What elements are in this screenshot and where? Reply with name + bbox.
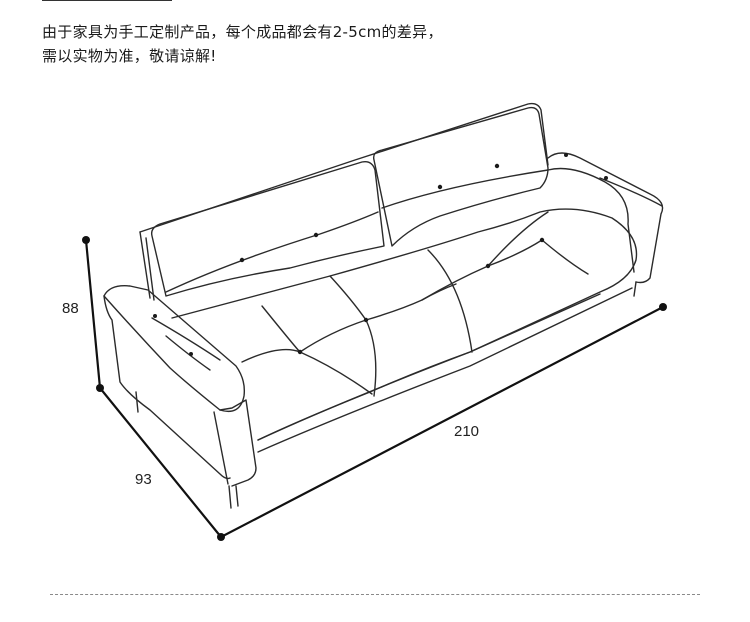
- dashed-divider: [50, 594, 700, 595]
- height-label: 88: [62, 300, 79, 317]
- seat-front: [257, 293, 601, 441]
- right-rear-leg: [633, 281, 637, 297]
- backrest-frame: [139, 102, 549, 233]
- notice-line-2: 需以实物为准，敬请谅解!: [42, 47, 217, 65]
- dimension-lines: [84, 238, 665, 539]
- sofa-drawing: [103, 102, 664, 509]
- back-cushion-left: [150, 160, 385, 297]
- button-dot: [363, 317, 369, 323]
- width-label: 210: [454, 423, 479, 440]
- button-dot: [485, 263, 491, 269]
- button-dot: [297, 349, 303, 355]
- button-dot: [564, 153, 568, 157]
- dimension-endpoint: [82, 236, 90, 244]
- dimension-endpoints: [82, 236, 667, 541]
- button-dot: [239, 257, 245, 263]
- button-dot: [437, 184, 443, 190]
- button-dot: [153, 314, 157, 318]
- depth-dimension-line: [98, 386, 223, 539]
- top-divider: [42, 0, 172, 1]
- button-dot: [313, 232, 319, 238]
- dimension-endpoint: [96, 384, 104, 392]
- seat-outline: [171, 208, 638, 441]
- left-armrest: [103, 285, 246, 413]
- button-dot: [189, 352, 193, 356]
- notice-text: 由于家具为手工定制产品，每个成品都会有2-5cm的差异， 需以实物为准，敬请谅解…: [42, 20, 443, 68]
- depth-label: 93: [135, 471, 152, 488]
- button-dot: [539, 237, 545, 243]
- width-dimension-line: [219, 305, 665, 539]
- back-cushion-right: [372, 106, 549, 247]
- tufting-buttons: [153, 153, 608, 356]
- notice-line-1: 由于家具为手工定制产品，每个成品都会有2-5cm的差异，: [42, 23, 443, 41]
- dimension-endpoint: [217, 533, 225, 541]
- dimension-endpoint: [659, 303, 667, 311]
- left-front-leg: [228, 485, 232, 509]
- left-rear-leg: [135, 391, 139, 413]
- height-dimension-line: [84, 238, 102, 390]
- button-dot: [604, 176, 608, 180]
- button-dot: [494, 163, 500, 169]
- right-armrest: [547, 152, 664, 284]
